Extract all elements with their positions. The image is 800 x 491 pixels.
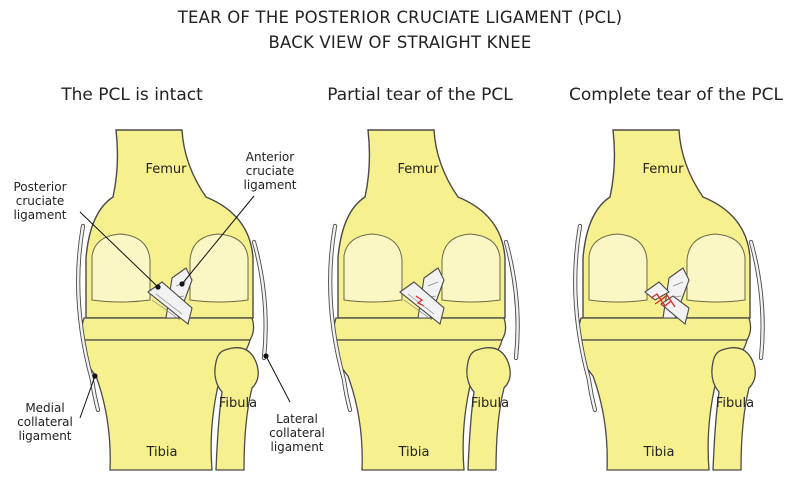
pcl-annotation: Posterior cruciate ligament bbox=[13, 180, 66, 222]
svg-text:ligament: ligament bbox=[13, 208, 66, 222]
femur-label-2: Femur bbox=[397, 162, 439, 177]
tibia-label-3: Tibia bbox=[643, 445, 675, 460]
svg-text:cruciate: cruciate bbox=[246, 164, 295, 178]
complete-tear-mark-2 bbox=[654, 299, 676, 308]
knee-complete-tear: Femur Tibia Fibula bbox=[575, 130, 762, 470]
diagram-subtitle: BACK VIEW OF STRAIGHT KNEE bbox=[268, 33, 532, 52]
partial-tear-mark bbox=[415, 295, 425, 307]
mcl-annotation: Medial collateral ligament bbox=[17, 401, 73, 443]
femur-label-3: Femur bbox=[642, 162, 684, 177]
panel-title-partial: Partial tear of the PCL bbox=[327, 85, 513, 105]
femur-label-1: Femur bbox=[145, 162, 187, 177]
diagram-title: TEAR OF THE POSTERIOR CRUCIATE LIGAMENT … bbox=[177, 8, 623, 27]
svg-text:Anterior: Anterior bbox=[246, 150, 295, 164]
tibia-label-2: Tibia bbox=[398, 445, 430, 460]
knee-partial-tear: Femur Tibia Fibula bbox=[330, 130, 517, 470]
fibula-label-3: Fibula bbox=[716, 396, 754, 411]
svg-text:Posterior: Posterior bbox=[13, 180, 66, 194]
svg-text:cruciate: cruciate bbox=[16, 194, 65, 208]
fibula-label-2: Fibula bbox=[471, 396, 509, 411]
tibia-label-1: Tibia bbox=[146, 445, 178, 460]
acl-annotation: Anterior cruciate ligament bbox=[243, 150, 296, 192]
fibula-label-1: Fibula bbox=[219, 396, 257, 411]
lcl-annotation: Lateral collateral ligament bbox=[269, 412, 325, 454]
svg-text:ligament: ligament bbox=[243, 178, 296, 192]
panel-title-complete: Complete tear of the PCL bbox=[569, 85, 783, 105]
panel-title-intact: The PCL is intact bbox=[61, 85, 203, 105]
svg-text:collateral: collateral bbox=[269, 426, 325, 440]
svg-text:ligament: ligament bbox=[18, 429, 71, 443]
svg-text:ligament: ligament bbox=[270, 440, 323, 454]
svg-text:Medial: Medial bbox=[25, 401, 64, 415]
svg-text:collateral: collateral bbox=[17, 415, 73, 429]
knee-intact: Femur Tibia Fibula bbox=[78, 130, 291, 470]
svg-text:Lateral: Lateral bbox=[276, 412, 318, 426]
